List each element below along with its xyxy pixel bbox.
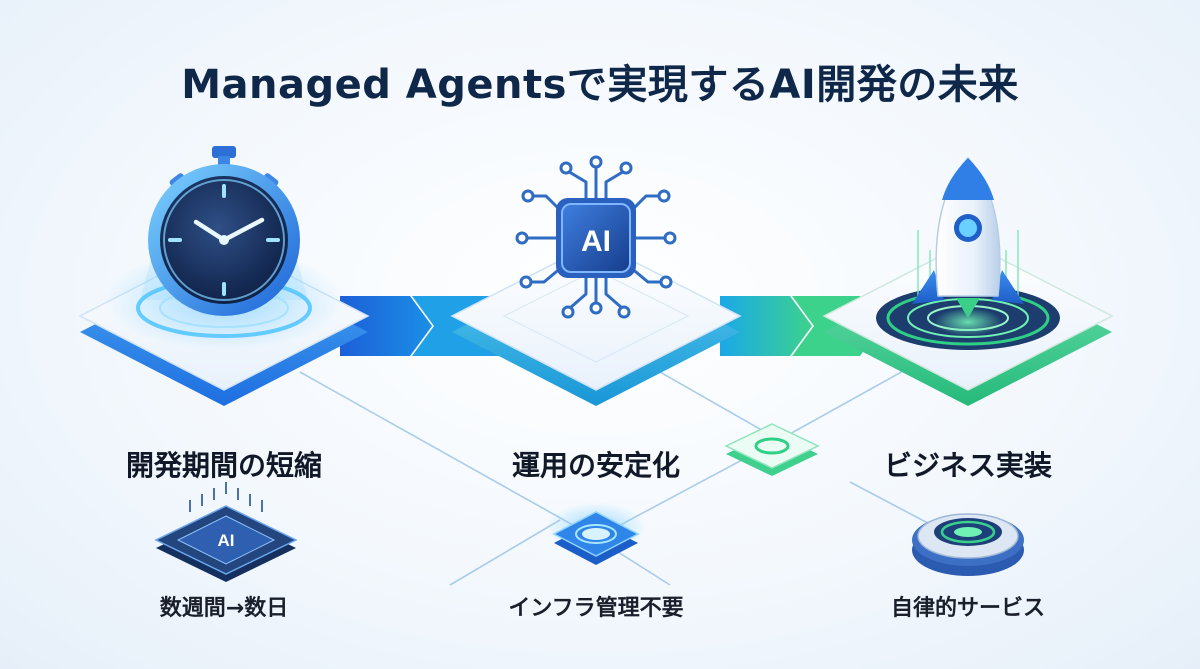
flow-arrow-1 — [340, 296, 432, 356]
page-title: Managed Agentsで実現するAI開発の未来 — [181, 62, 1019, 108]
stage-2-label: 運用の安定化 — [511, 449, 681, 482]
ai-chip-icon: AI — [154, 482, 298, 582]
rocket-icon — [876, 156, 1060, 350]
stage-3-sub-label: 自律的サービス — [890, 596, 1046, 621]
stage-1-label: 開発期間の短縮 — [125, 449, 323, 482]
service-disk-icon — [912, 513, 1024, 576]
floating-node-icon — [724, 423, 820, 476]
small-chip-label: AI — [218, 531, 235, 550]
stopwatch-icon — [136, 146, 312, 338]
ai-chip-label: AI — [581, 225, 611, 258]
stage-1-sub-label: 数週間→数日 — [159, 596, 289, 621]
stage-3-label: ビジネス実装 — [883, 449, 1053, 482]
ai-circuit-icon: AI — [515, 155, 677, 319]
glowing-node-icon — [546, 502, 646, 565]
stage-2-sub-label: インフラ管理不要 — [508, 596, 684, 621]
flow-arrow-3 — [720, 296, 812, 356]
